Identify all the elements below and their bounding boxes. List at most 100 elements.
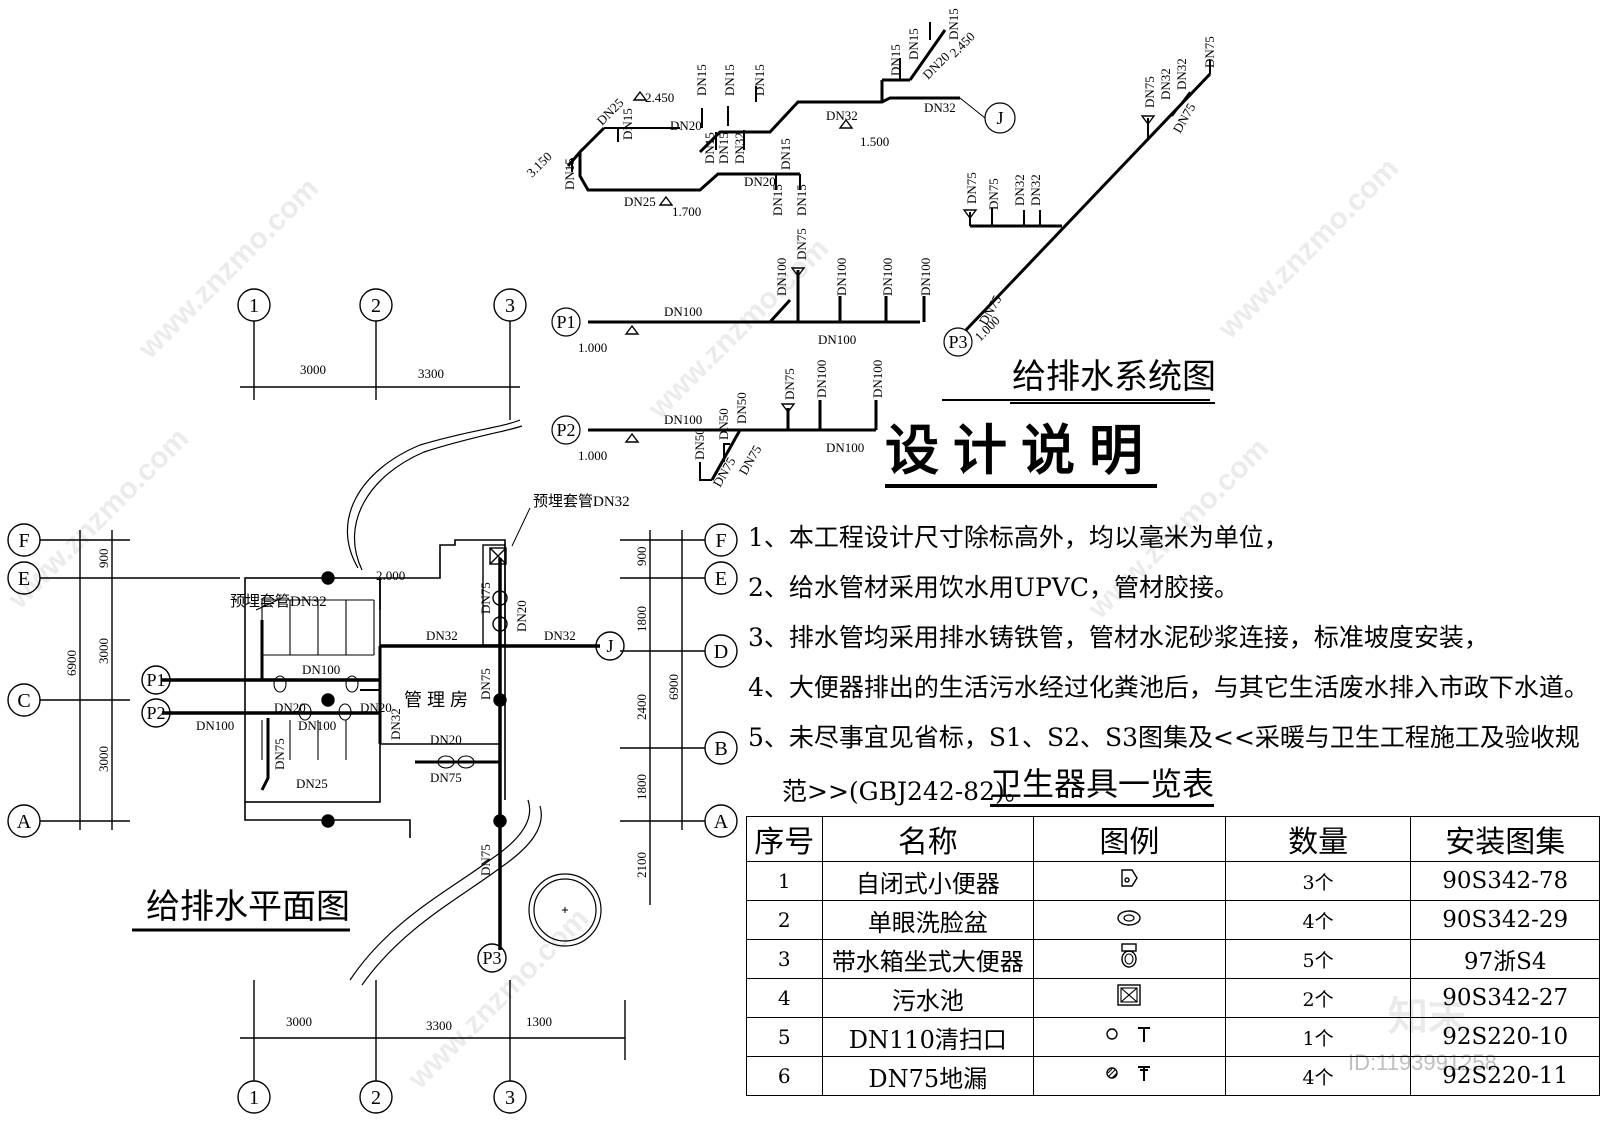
dimension-label: 1300: [526, 1014, 552, 1029]
axis-label: 1: [249, 295, 259, 317]
axis-label: D: [714, 641, 728, 663]
pipe-size-label: DN20: [670, 118, 702, 133]
pipe-size-label: DN32: [924, 100, 956, 115]
cell-legend: [1033, 978, 1226, 1018]
pipe-size-label: DN100: [834, 258, 849, 296]
pipe-size-label: DN32: [544, 628, 576, 643]
dimension-label: 3000: [96, 746, 111, 772]
cell-legend: [1033, 1017, 1226, 1057]
elevation-label: 1.500: [860, 134, 889, 149]
cell-name: 带水箱坐式大便器: [821, 939, 1035, 979]
table-row: 2 单眼洗脸盆 4个 90S342-29: [746, 900, 1600, 940]
cell-qty: 2个: [1224, 978, 1412, 1018]
header-cell: 安装图集: [1410, 816, 1600, 862]
pipe-size-label: DN20: [514, 600, 529, 632]
dimension-label: 6900: [666, 674, 681, 700]
pipe-size-label: DN100: [664, 304, 702, 319]
sleeve-label: 预埋套管DN32: [533, 493, 630, 510]
pipe-size-label: DN50: [716, 408, 731, 440]
node-p2-label: P2: [556, 420, 575, 440]
axis-label: 2: [371, 1087, 381, 1109]
node-j-label: J: [996, 108, 1003, 128]
axis-label: E: [715, 568, 727, 590]
dimension-label: 1800: [634, 774, 649, 800]
cell-no: 2: [746, 900, 823, 940]
pipe-size-label: DN32: [1174, 58, 1189, 90]
washbasin-icon: [1117, 910, 1142, 926]
watermark-text: www.znzmo.com: [1, 422, 195, 616]
floor-drain-icon: [1106, 1066, 1151, 1081]
axis-label: F: [715, 530, 726, 552]
pipe-size-label: DN75: [430, 770, 462, 785]
pipe-size-label: DN32: [388, 708, 403, 740]
pipe-size-label: DN75: [478, 844, 493, 876]
pipe-size-label: DN15: [770, 184, 785, 216]
cell-qty: 4个: [1224, 900, 1412, 940]
pipe-size-label: DN100: [880, 258, 895, 296]
system-diagram-title: 给排水系统图: [1012, 358, 1216, 396]
pipe-size-label: DN100: [664, 412, 702, 427]
toilet-icon: [1121, 943, 1138, 968]
axis-label: B: [714, 738, 727, 760]
supply-system-diagram: [566, 22, 1016, 206]
cell-legend: [1033, 861, 1226, 901]
note-line: 5、未尽事宜见省标，S1、S2、S3图集及<<采暖与卫生工程施工及验收规: [748, 723, 1580, 752]
pipe-size-label: DN75: [478, 582, 493, 614]
elevation-label: 1.000: [578, 340, 607, 355]
watermark-text: www.znzmo.com: [401, 902, 595, 1096]
cell-atlas: 90S342-27: [1410, 978, 1600, 1018]
cell-legend: [1033, 1056, 1226, 1096]
dimension-label: 1800: [634, 606, 649, 632]
table-row: 3 带水箱坐式大便器 5个 97浙S4: [746, 939, 1600, 979]
header-cell: 名称: [821, 816, 1035, 862]
pipe-size-label: DN75: [964, 172, 979, 204]
pipe-size-label: DN100: [302, 662, 340, 677]
pipe-size-label: DN75: [986, 178, 1001, 210]
fixture-table: 序号 名称 图例 数量 安装图集 1 自闭式小便器 3个 90S342-78 2…: [746, 816, 1600, 1096]
axis-label: 2: [371, 295, 381, 317]
pipe-size-label: DN15: [778, 138, 793, 170]
cell-name: 单眼洗脸盆: [821, 900, 1035, 940]
pipe-size-label: DN32: [1158, 68, 1173, 100]
pipe-size-label: DN25: [296, 776, 328, 791]
cell-no: 6: [746, 1056, 823, 1096]
elevation-label: 1.000: [578, 448, 607, 463]
mop-sink-icon: [1117, 984, 1142, 1006]
watermark-text: www.znzmo.com: [1211, 152, 1405, 346]
floor-plan-title: 给排水平面图: [146, 888, 350, 926]
pipe-size-label: DN50: [734, 392, 749, 424]
pipe-size-label: DN75: [710, 454, 739, 489]
node-p1-label: P1: [556, 312, 575, 332]
pipe-size-label: DN32: [1028, 174, 1043, 206]
node-p3-label: P3: [482, 948, 501, 968]
pipe-size-label: DN32: [732, 132, 747, 164]
pipe-size-label: DN100: [870, 360, 885, 398]
dimension-label: 3000: [300, 362, 326, 377]
pipe-size-label: DN15: [716, 132, 731, 164]
node-p1-label: P1: [146, 670, 165, 690]
note-line: 1、本工程设计尺寸除标高外，均以毫米为单位，: [748, 523, 1289, 552]
elevation-label: 1.700: [672, 204, 701, 219]
table-header-row: 序号 名称 图例 数量 安装图集: [746, 816, 1600, 862]
pipe-size-label: DN100: [918, 258, 933, 296]
note-line: 3、排水管均采用排水铸铁管，管材水泥砂浆连接，标准坡度安装，: [748, 623, 1489, 652]
pipe-size-label: DN15: [620, 108, 635, 140]
table-row: 4 污水池 2个 90S342-27: [746, 978, 1600, 1018]
pipe-size-label: DN75: [478, 668, 493, 700]
cell-name: DN75地漏: [821, 1056, 1035, 1096]
cell-name: 污水池: [821, 978, 1035, 1018]
dimension-label: 6900: [64, 650, 79, 676]
pipe-size-label: DN100: [298, 718, 336, 733]
cell-no: 1: [746, 861, 823, 901]
header-cell: 图例: [1033, 816, 1226, 862]
cell-legend: [1033, 939, 1226, 979]
cell-atlas: 92S220-11: [1410, 1056, 1600, 1096]
pipe-size-label: DN75: [736, 442, 765, 477]
note-line: 范>>(GBJ242-82)。: [782, 777, 1030, 806]
pipe-size-label: DN50: [692, 428, 707, 460]
cell-no: 5: [746, 1017, 823, 1057]
axis-label: 3: [505, 295, 515, 317]
dimension-label: 3000: [286, 1014, 312, 1029]
pipe-size-label: DN32: [826, 108, 858, 123]
